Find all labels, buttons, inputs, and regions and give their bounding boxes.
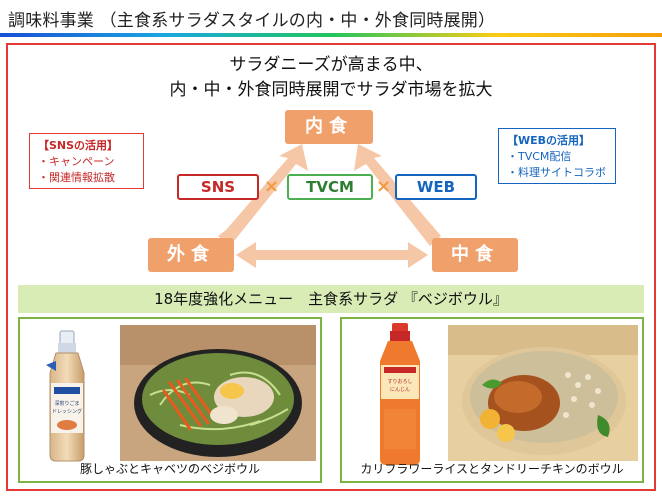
product-panel-left: 深煎りごま ドレッシング 豚しゃぶとキャベツのベジボウル [18, 317, 322, 483]
times-symbol-1: × [264, 176, 280, 197]
sesame-dressing-bottle-image: 深煎りごま ドレッシング [46, 330, 85, 462]
sns-note-item: ・キャンペーン [38, 155, 115, 168]
web-note-item: ・料理サイトコラボ [507, 166, 606, 179]
carrot-dressing-bottle-image: すりおろし にんじん [380, 323, 420, 465]
pork-cabbage-bowl-photo [120, 325, 316, 461]
rainbow-divider [0, 33, 662, 37]
svg-text:にんじん: にんじん [390, 387, 410, 393]
cauliflower-chicken-bowl-photo [448, 325, 638, 461]
channel-gaishoku: 外食 [148, 238, 234, 272]
sns-note-title: 【SNSの活用】 [38, 139, 119, 152]
media-sns: SNS [177, 174, 259, 200]
slide-title: 調味料事業 （主食系サラダスタイルの内・中・外食同時展開） [8, 11, 496, 31]
media-web: WEB [395, 174, 477, 200]
web-note-item: ・TVCM配信 [507, 150, 572, 163]
content-frame [6, 43, 656, 491]
right-menu-caption: カリフラワーライスとタンドリーチキンのボウル [360, 462, 624, 476]
channel-nakashoku: 中食 [432, 238, 518, 272]
svg-text:ドレッシング: ドレッシング [52, 408, 82, 415]
times-symbol-2: × [376, 176, 392, 197]
sns-note-item: ・関連情報拡散 [38, 171, 115, 184]
media-tvcm: TVCM [287, 174, 373, 200]
headline-line-1: サラダニーズが高まる中、 [229, 55, 433, 75]
svg-text:すりおろし: すりおろし [387, 378, 412, 385]
web-note-title: 【WEBの活用】 [507, 134, 591, 147]
channel-naishoku: 内食 [285, 110, 373, 144]
web-usage-note: 【WEBの活用】 ・TVCM配信 ・料理サイトコラボ [498, 128, 616, 184]
svg-text:深煎りごま: 深煎りごま [54, 400, 79, 407]
arrow-gaishoku-nakashoku [236, 242, 428, 268]
sns-usage-note: 【SNSの活用】 ・キャンペーン ・関連情報拡散 [29, 133, 144, 189]
product-panel-right: すりおろし にんじん カリフラワーライスとタンドリーチキンのボウル [340, 317, 644, 483]
menu-band: 18年度強化メニュー 主食系サラダ 『ベジボウル』 [18, 285, 644, 313]
headline-line-2: 内・中・外食同時展開でサラダ市場を拡大 [169, 80, 493, 100]
arrow-gaishoku-to-naishoku [218, 144, 308, 246]
left-menu-caption: 豚しゃぶとキャベツのベジボウル [79, 462, 260, 476]
